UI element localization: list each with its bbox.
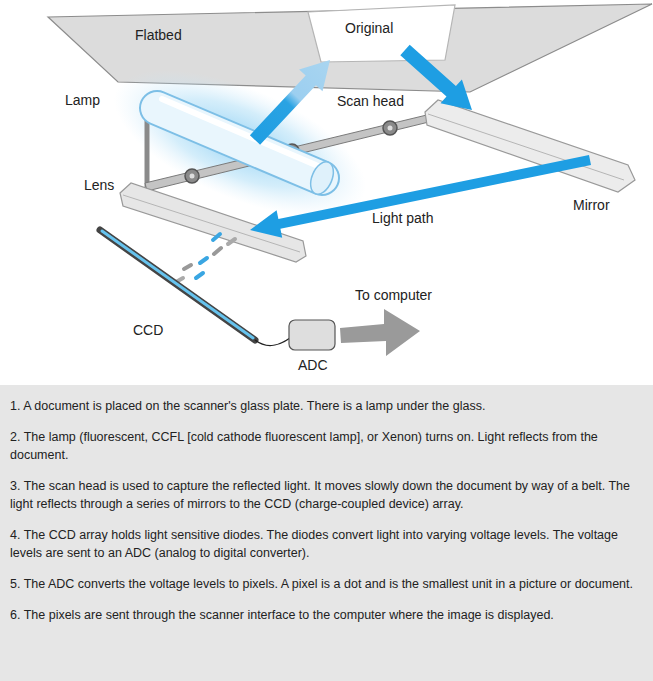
original-document-shape xyxy=(308,5,455,62)
lamp-tube xyxy=(157,108,322,178)
light-ray xyxy=(196,273,203,278)
step-text: 2. The lamp (fluorescent, CCFL [cold cat… xyxy=(10,428,647,464)
light-arrow-path xyxy=(250,155,591,238)
light-ray xyxy=(213,234,220,240)
belt-gear xyxy=(383,121,397,135)
step-text: 5. The ADC converts the voltage levels t… xyxy=(10,575,647,593)
mirror-prism xyxy=(425,100,635,192)
part-label: ADC xyxy=(298,357,328,373)
steps-panel: 1. A document is placed on the scanner's… xyxy=(0,385,653,681)
part-name: Flatbed xyxy=(135,27,182,43)
output-label: To computer xyxy=(355,287,432,303)
light-ray xyxy=(228,239,235,244)
step-text: 3. The scan head is used to capture the … xyxy=(10,477,647,513)
light-ray xyxy=(184,265,191,269)
ccd-wire xyxy=(255,338,290,346)
part-name: Original xyxy=(345,20,393,36)
to-computer-arrow xyxy=(340,309,420,356)
part-label: Lamp xyxy=(65,92,100,108)
belt-gear-hub xyxy=(388,126,393,131)
part-label: CCD xyxy=(133,322,163,338)
part-label: Lens xyxy=(84,177,114,193)
path-label: Light path xyxy=(372,210,434,226)
light-ray xyxy=(200,258,207,263)
lamp-end-cap xyxy=(306,158,338,197)
belt-gear-hub xyxy=(190,174,195,179)
part-label: Scan head xyxy=(337,93,404,109)
lamp-tube-outline xyxy=(157,108,322,178)
step-text: 1. A document is placed on the scanner's… xyxy=(10,397,647,415)
step-text: 4. The CCD array holds light sensitive d… xyxy=(10,526,647,562)
ccd-diodes xyxy=(102,231,253,338)
original-document: Original xyxy=(305,3,457,65)
light-ray xyxy=(214,248,221,254)
step-text: 6. The pixels are sent through the scann… xyxy=(10,606,647,624)
ccd-array xyxy=(100,230,255,340)
adc-box xyxy=(289,320,335,350)
lamp-highlight xyxy=(162,99,318,166)
part-label: Mirror xyxy=(573,197,610,213)
light-arrow-up xyxy=(250,60,330,145)
belt-gear xyxy=(185,169,199,183)
light-arrow-down xyxy=(400,45,472,110)
